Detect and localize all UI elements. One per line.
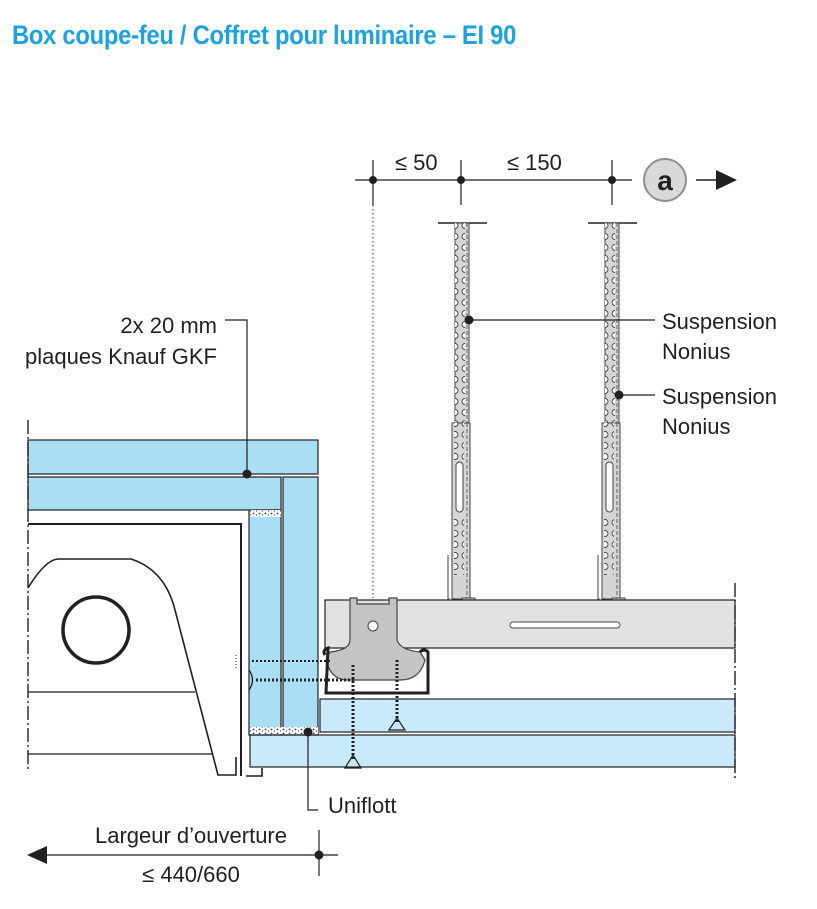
label-suspension-2-line1: Suspension	[662, 384, 777, 409]
connector-bracket	[322, 597, 430, 695]
label-suspension-2-line2: Nonius	[662, 414, 730, 439]
lamp-circle	[61, 595, 131, 665]
box-side-boards	[248, 476, 319, 736]
top-dimension-chain	[355, 160, 632, 598]
label-uniflott: Uniflott	[328, 793, 396, 818]
label-boards-line2: plaques Knauf GKF	[25, 344, 217, 369]
label-suspension-1-line2: Nonius	[662, 339, 730, 364]
label-boards-line1: 2x 20 mm	[120, 313, 217, 338]
screws	[235, 655, 407, 769]
luminaire	[27, 523, 263, 777]
dimension-node	[608, 176, 616, 184]
opening-width-dimension	[27, 830, 338, 876]
dimension-spacing-2: ≤ 150	[507, 150, 562, 175]
ceiling-boards-right	[249, 698, 736, 768]
marker-a-label: a	[657, 165, 673, 196]
arrow-right-icon	[716, 170, 737, 190]
boards-leader	[225, 319, 252, 479]
suspension-leaders	[464, 315, 655, 400]
box-top-boards	[27, 439, 319, 511]
arrow-left-icon	[27, 846, 47, 864]
label-opening-width: Largeur d’ouverture	[95, 823, 287, 848]
uniflott-leader	[303, 727, 318, 811]
dimension-node	[457, 176, 465, 184]
label-opening-value: ≤ 440/660	[142, 862, 240, 887]
dimension-node	[369, 176, 377, 184]
label-suspension-1-line1: Suspension	[662, 309, 777, 334]
marker-a: a	[643, 158, 737, 202]
dimension-spacing-1: ≤ 50	[395, 150, 438, 175]
diagram-title: Box coupe-feu / Coffret pour luminaire –…	[12, 20, 517, 50]
suspension-rod-1	[438, 222, 487, 645]
suspension-rod-2	[588, 222, 637, 645]
